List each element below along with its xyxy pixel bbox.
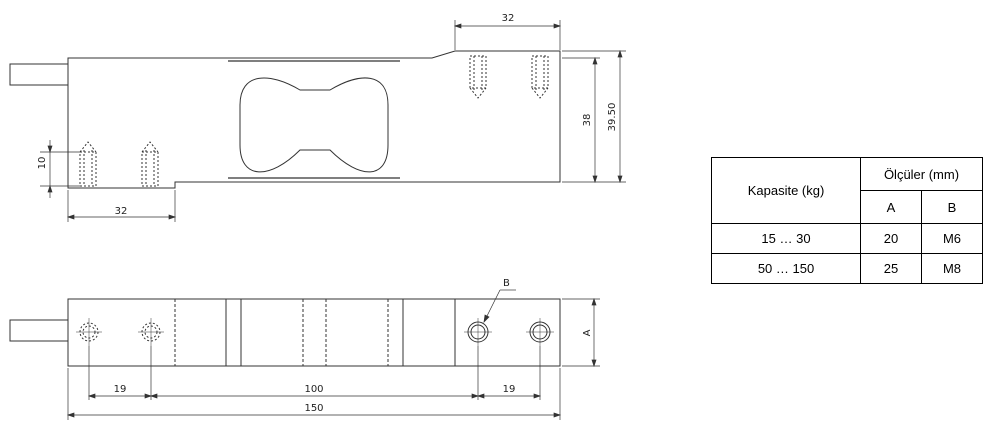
leader-b bbox=[483, 289, 516, 323]
dim-150-label: 150 bbox=[304, 403, 323, 414]
bottom-thread-hole-2 bbox=[141, 141, 159, 187]
label-a: A bbox=[582, 329, 593, 336]
top-thread-hole-1 bbox=[469, 55, 487, 99]
top-view-hidden-hole-2 bbox=[138, 318, 164, 346]
top-thread-hole-2 bbox=[531, 55, 549, 99]
dim-height bbox=[562, 49, 626, 184]
row-capacity: 15 … 30 bbox=[711, 223, 861, 254]
header-col-b: B bbox=[921, 190, 983, 224]
row-a: 20 bbox=[860, 223, 922, 254]
dim-top-32 bbox=[453, 20, 562, 50]
top-view-hidden-hole-1 bbox=[76, 318, 102, 346]
table-row: 50 … 150 25 M8 bbox=[711, 253, 983, 284]
top-view-hole-b-1 bbox=[464, 318, 492, 346]
header-capacity: Kapasite (kg) bbox=[711, 157, 861, 224]
label-b: B bbox=[503, 278, 510, 289]
header-dimensions: Ölçüler (mm) bbox=[860, 157, 983, 191]
side-view: 32 38 39.50 10 32 bbox=[9, 13, 626, 222]
dim-chain bbox=[66, 346, 562, 420]
table-row: 15 … 30 20 M6 bbox=[711, 223, 983, 254]
top-body-outline bbox=[67, 298, 561, 367]
dim-100-label: 100 bbox=[304, 384, 323, 395]
dim-39-50-label: 39.50 bbox=[607, 103, 618, 132]
capacity-dimensions-table: Kapasite (kg) Ölçüler (mm) A B 15 … 30 2… bbox=[711, 157, 983, 284]
dim-10-label: 10 bbox=[37, 157, 48, 170]
cable-stub-side bbox=[9, 63, 69, 86]
dim-a bbox=[562, 297, 600, 368]
dim-top-32-label: 32 bbox=[502, 13, 515, 24]
dim-bottom-32 bbox=[66, 190, 177, 222]
side-body-outline bbox=[67, 50, 561, 189]
flexure-cutout bbox=[239, 77, 389, 173]
row-a: 25 bbox=[860, 253, 922, 284]
top-view: B A 19 100 19 150 bbox=[9, 278, 600, 420]
dim-thread-depth bbox=[40, 140, 80, 198]
bottom-thread-hole-1 bbox=[79, 141, 97, 187]
row-b: M6 bbox=[921, 223, 983, 254]
top-view-hole-b-2 bbox=[526, 318, 554, 346]
dim-38-label: 38 bbox=[582, 114, 593, 127]
dim-19-right-label: 19 bbox=[503, 384, 516, 395]
cable-stub-top bbox=[9, 319, 69, 342]
row-b: M8 bbox=[921, 253, 983, 284]
header-col-a: A bbox=[860, 190, 922, 224]
dim-19-left-label: 19 bbox=[114, 384, 127, 395]
dim-bottom-32-label: 32 bbox=[115, 206, 128, 217]
row-capacity: 50 … 150 bbox=[711, 253, 861, 284]
